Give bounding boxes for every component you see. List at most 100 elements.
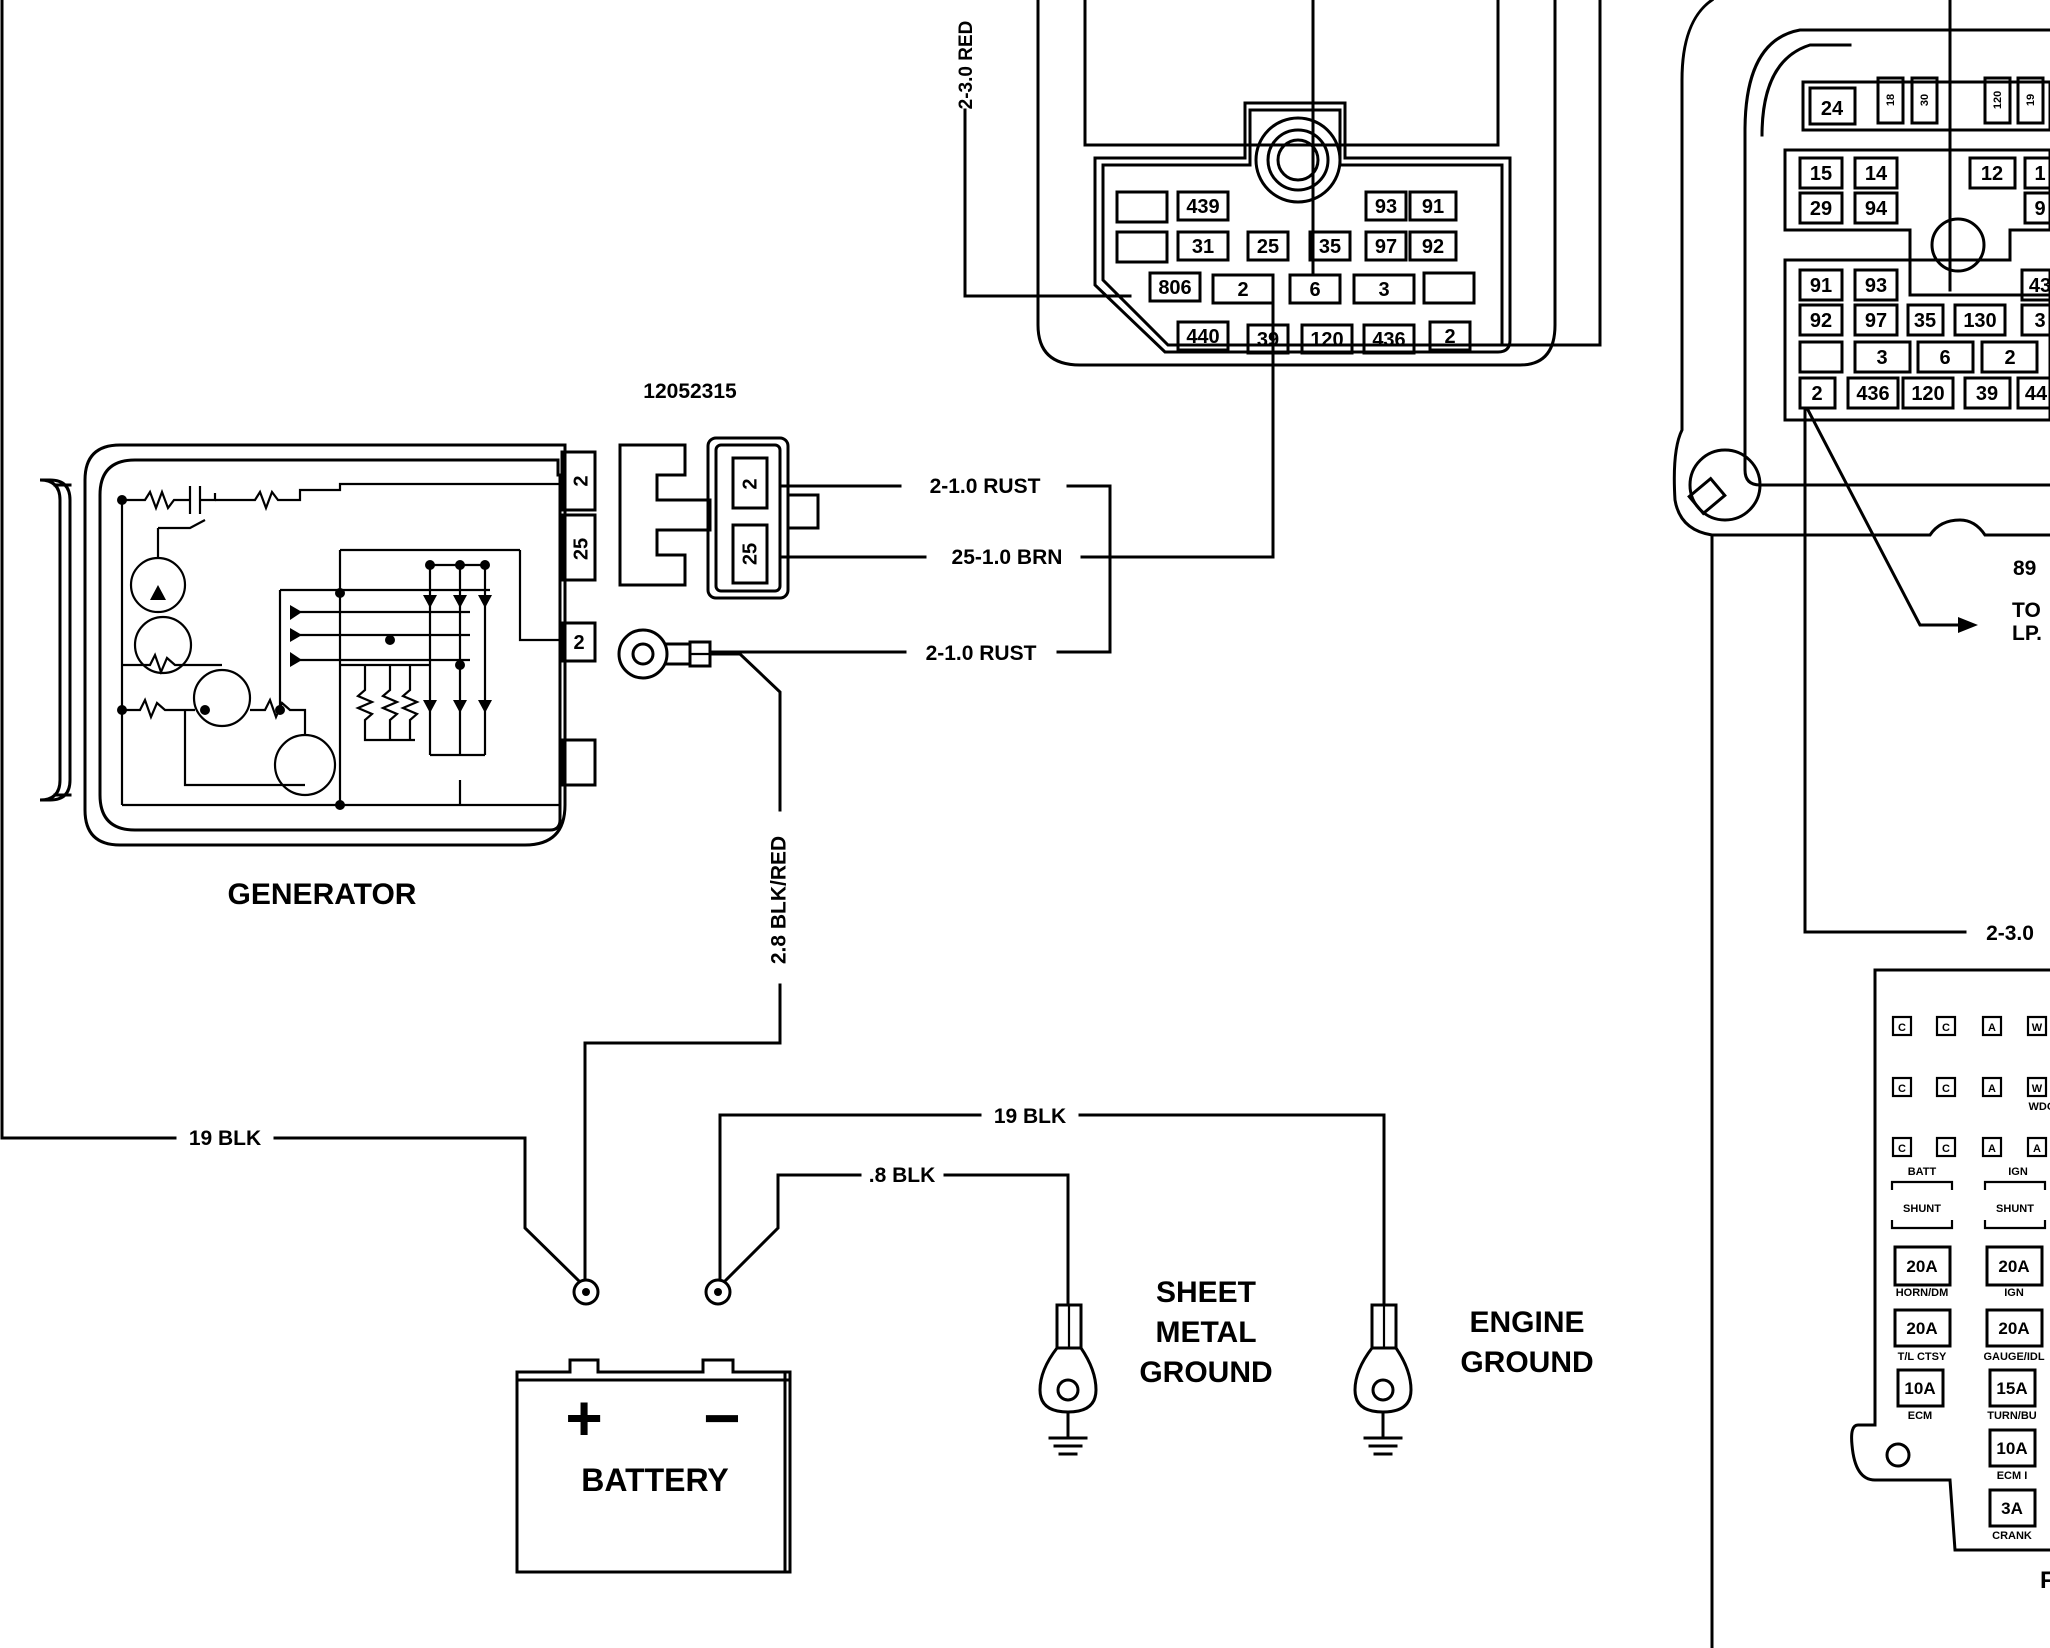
- cavity-2-bottom: 2: [1444, 326, 1455, 348]
- fuse-shunts: BATT IGN SHUNT SHUNT: [1890, 1166, 2047, 1230]
- fuse-3a: 3A: [2001, 1499, 2023, 1518]
- wire-19blk-right: 19 BLK: [718, 1105, 1386, 1307]
- r-cavity-94: 94: [1865, 198, 1888, 220]
- r-cavity-35: 35: [1914, 310, 1936, 332]
- cavity-806: 806: [1158, 277, 1191, 299]
- fuse-10a: 10A: [1904, 1379, 1935, 1398]
- fuses: 20A HORN/DM 20A IGN 20A T/L CTSY 20A GAU…: [1893, 1245, 2045, 1542]
- r-cavity-43: 43: [2029, 275, 2050, 297]
- fuse-20a: 20A: [1998, 1319, 2029, 1338]
- r-cavity-14: 14: [1865, 163, 1888, 185]
- fuse-20a: 20A: [1906, 1319, 1937, 1338]
- wire-label-19blk-right: 19 BLK: [994, 1105, 1066, 1128]
- fuse-label: HORN/DM: [1896, 1287, 1949, 1299]
- cavity-92: 92: [1422, 236, 1444, 258]
- fuse-label: ECM I: [1997, 1470, 2028, 1482]
- fuse-20a: 20A: [1998, 1257, 2029, 1276]
- cavity-436: 436: [1372, 329, 1405, 351]
- wire-2-rust-2: 2-1.0 RUST: [708, 642, 1112, 665]
- wire-19blk-left: 19 BLK: [0, 0, 581, 1283]
- fuse-15a: 15A: [1996, 1379, 2027, 1398]
- wire-label-brn: 25-1.0 BRN: [952, 546, 1063, 569]
- r-cavity-130: 130: [1963, 310, 1996, 332]
- relay-c: C: [1942, 1022, 1950, 1034]
- right-label-to: TO: [2012, 599, 2041, 622]
- relay-w: W: [2032, 1083, 2043, 1095]
- gen-terminal-2-top: 2: [570, 475, 592, 486]
- cavity-93: 93: [1375, 196, 1397, 218]
- sheet-metal-ground-line1: SHEET: [1156, 1276, 1256, 1309]
- r-cavity-2: 2: [2004, 347, 2015, 369]
- fuse-20a: 20A: [1906, 1257, 1937, 1276]
- engine-ground: ENGINE GROUND: [1353, 1303, 1594, 1456]
- part-number-label: 12052315: [643, 380, 737, 403]
- relay-w: W: [2032, 1022, 2043, 1034]
- relay-c: C: [1942, 1083, 1950, 1095]
- battery: + − BATTERY: [515, 1278, 792, 1574]
- r-cavity-29: 29: [1810, 198, 1832, 220]
- r-cavity-91: 91: [1810, 275, 1832, 297]
- cavity-39: 39: [1257, 329, 1279, 351]
- generator: 2 25 2: [39, 443, 597, 911]
- connector-pin-2: 2: [739, 478, 761, 489]
- ring-terminal: [617, 628, 712, 680]
- relay-a: A: [2033, 1143, 2041, 1155]
- sheet-metal-ground-line3: GROUND: [1139, 1356, 1272, 1389]
- r-cavity-30: 30: [1919, 94, 1931, 106]
- fuse-label: CRANK: [1992, 1530, 2032, 1542]
- r-cavity-2-bottom: 2: [1811, 383, 1822, 405]
- engine-ground-line1: ENGINE: [1469, 1306, 1584, 1339]
- right-label-f: F: [2040, 1567, 2050, 1594]
- fuse-10a: 10A: [1996, 1439, 2027, 1458]
- connector-pin-25: 25: [739, 543, 761, 565]
- r-cavity-9: 9: [2034, 198, 2045, 220]
- fuse-label: GAUGE/IDL: [1983, 1351, 2044, 1363]
- cavity-3: 3: [1378, 279, 1389, 301]
- battery-minus: −: [703, 1382, 740, 1454]
- r-cavity-6: 6: [1939, 347, 1950, 369]
- bulkhead-left-cavities: 439 93 91 31 25 35 97 92 806 2 6 3: [1148, 190, 1476, 355]
- wire-08blk: .8 BLK: [723, 1164, 1070, 1307]
- sheet-metal-ground: SHEET METAL GROUND: [1038, 1276, 1273, 1456]
- r-cavity-1: 1: [2034, 163, 2045, 185]
- right-label-lp: LP.: [2012, 622, 2042, 645]
- fuse-block: C C A W C C A W WDO C C A A BATT: [1850, 968, 2050, 1594]
- relay-c: C: [1898, 1083, 1906, 1095]
- r-cavity-93: 93: [1865, 275, 1887, 297]
- bulkhead-right-cavities: 24 18 30 120 19 15 14 12 1 29 94 9: [1783, 76, 2050, 422]
- relay-c: C: [1942, 1143, 1950, 1155]
- fuse-label: TURN/BU: [1987, 1410, 2037, 1422]
- relay-a: A: [1988, 1022, 1996, 1034]
- shunt-batt: SHUNT: [1903, 1203, 1941, 1215]
- r-cavity-19: 19: [2025, 94, 2037, 106]
- generator-label: GENERATOR: [228, 878, 417, 911]
- relay-c: C: [1898, 1022, 1906, 1034]
- wire-25-brn: 25-1.0 BRN: [778, 298, 1275, 569]
- relay-a: A: [1988, 1143, 1996, 1155]
- wire-label-19blk-left: 19 BLK: [189, 1127, 261, 1150]
- r-cavity-97: 97: [1865, 310, 1887, 332]
- shunt-ign: SHUNT: [1996, 1203, 2034, 1215]
- wire-label-08blk: .8 BLK: [869, 1164, 936, 1187]
- battery-plus: +: [565, 1382, 602, 1454]
- cavity-439: 439: [1186, 196, 1219, 218]
- shunt-batt-label: BATT: [1908, 1166, 1937, 1178]
- r-cavity-39: 39: [1976, 383, 1998, 405]
- r-cavity-18: 18: [1885, 94, 1897, 106]
- engine-ground-line2: GROUND: [1460, 1346, 1593, 1379]
- sheet-metal-ground-line2: METAL: [1155, 1316, 1256, 1349]
- r-cavity-92: 92: [1810, 310, 1832, 332]
- r-cavity-3b: 3: [2034, 310, 2045, 332]
- r-cavity-15: 15: [1810, 163, 1832, 185]
- wire-label-rust-1: 2-1.0 RUST: [930, 475, 1041, 498]
- cavity-440: 440: [1186, 326, 1219, 348]
- cavity-2-mid: 2: [1237, 279, 1248, 301]
- cavity-91: 91: [1422, 196, 1444, 218]
- battery-label: BATTERY: [581, 1462, 729, 1498]
- bulkhead-connector-right: 24 18 30 120 19 15 14 12 1 29 94 9: [1672, 0, 2050, 1648]
- r-cavity-120: 120: [1911, 383, 1944, 405]
- r-cavity-436: 436: [1856, 383, 1889, 405]
- r-cavity-120: 120: [1992, 91, 2004, 109]
- cavity-97: 97: [1375, 236, 1397, 258]
